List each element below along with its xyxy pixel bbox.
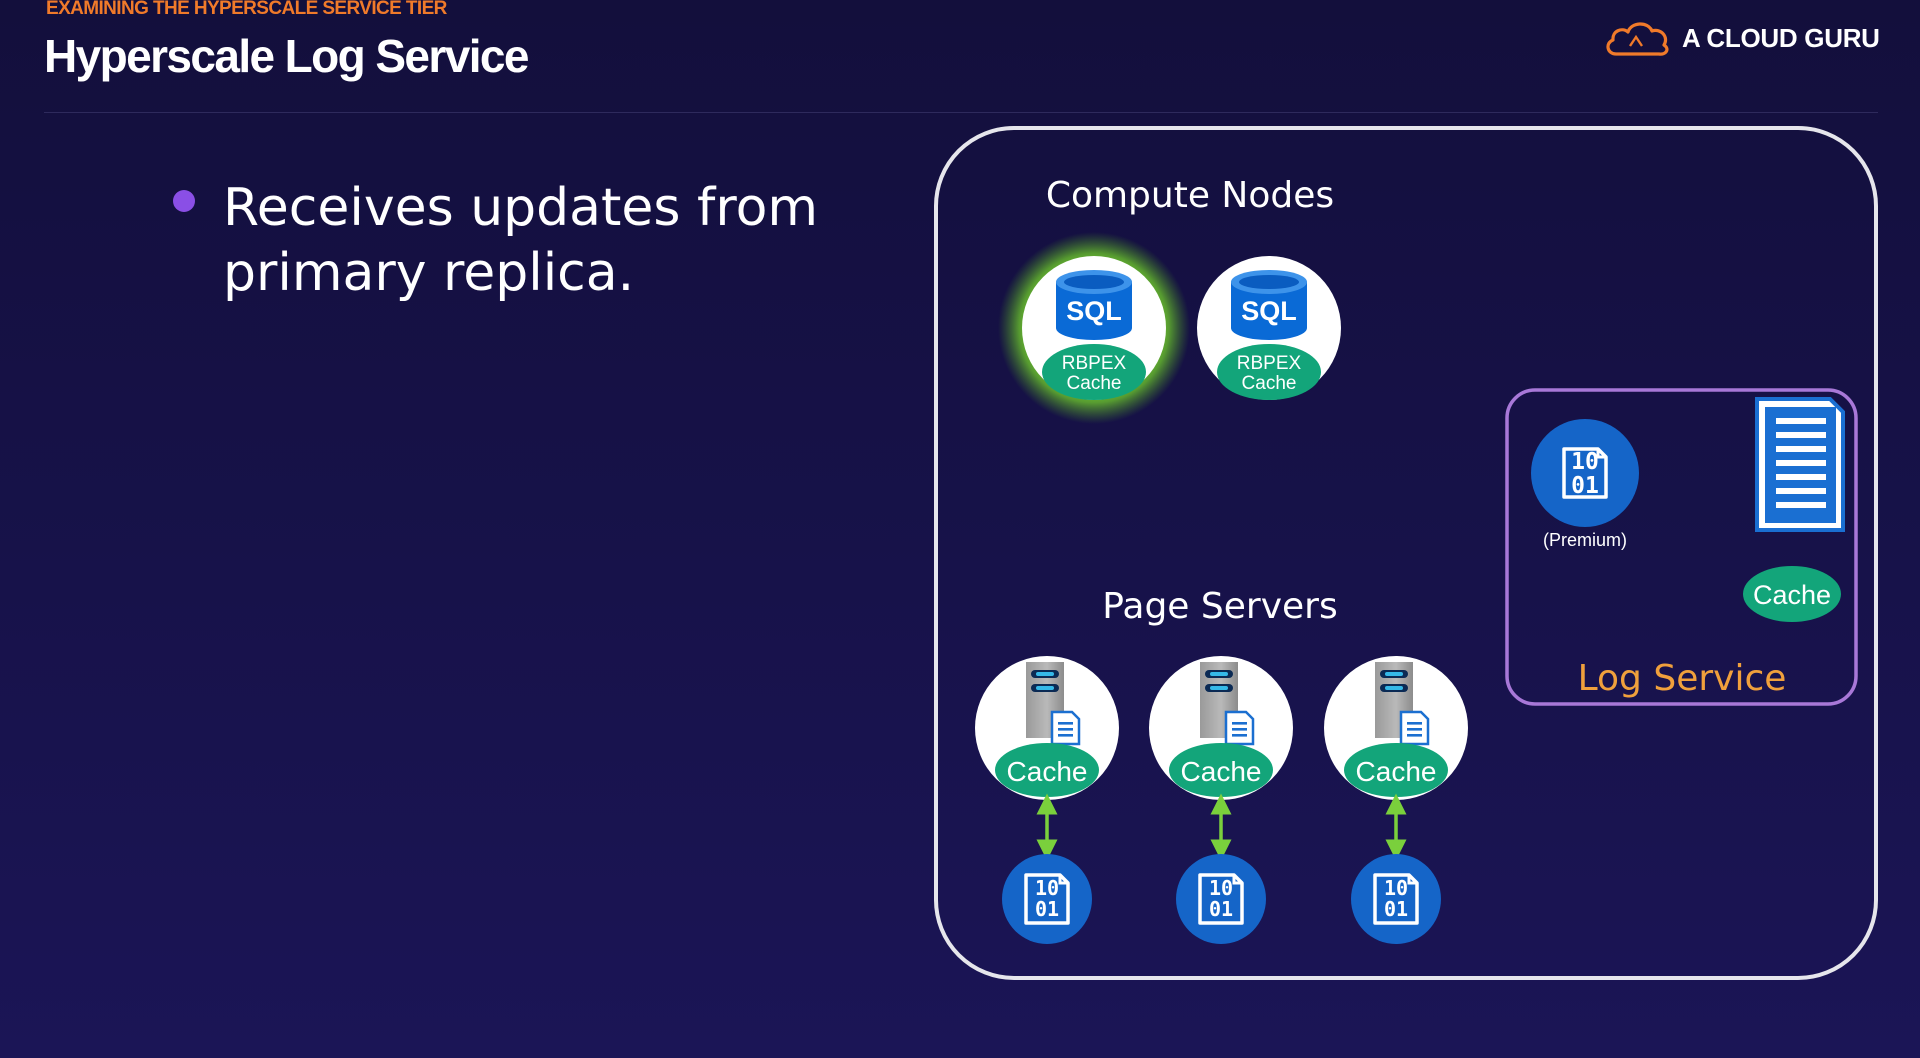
premium-storage: 10 01 (Premium) [1531, 419, 1639, 550]
section-eyebrow: EXAMINING THE HYPERSCALE SERVICE TIER [46, 0, 447, 19]
binary-text-top: 10 [1384, 876, 1408, 900]
rbpex-cache-badge [1217, 344, 1321, 400]
sql-text: SQL [1066, 296, 1122, 326]
data-file-2: 10 01 [1176, 854, 1266, 944]
cloud-logo-icon [1606, 22, 1669, 56]
cache-badge [1169, 743, 1273, 797]
binary-text-top: 10 [1209, 876, 1233, 900]
binary-text-bottom: 01 [1384, 897, 1408, 921]
cache-badge [995, 743, 1099, 797]
binary-text-bottom: 01 [1035, 897, 1059, 921]
hyperscale-container [934, 126, 1878, 980]
rbpex-label-line2: Cache [1067, 373, 1122, 394]
binary-text-bottom: 01 [1209, 897, 1233, 921]
brand-name: A CLOUD GURU [1682, 23, 1880, 53]
cache-label: Cache [1356, 756, 1437, 787]
rbpex-label-line1: RBPEX [1062, 353, 1127, 374]
binary-text-top: 10 [1035, 876, 1059, 900]
rbpex-cache-badge [1042, 344, 1146, 400]
sql-text: SQL [1241, 296, 1297, 326]
compute-node-secondary: SQL RBPEX Cache [1197, 256, 1341, 400]
cache-label: Cache [1007, 756, 1088, 787]
log-service-container [1505, 388, 1858, 706]
compute-nodes-label: Compute Nodes [1046, 175, 1334, 216]
compute-node-primary: SQL RBPEX Cache [998, 232, 1190, 424]
bullet-dot [173, 190, 195, 212]
page-server-3: Cache [1324, 656, 1468, 800]
binary-text-bottom: 01 [1571, 473, 1599, 499]
page-server-2: Cache [1149, 656, 1293, 800]
slide-title: Hyperscale Log Service [44, 30, 529, 82]
header-divider [44, 112, 1878, 113]
page-server-1: Cache [975, 656, 1119, 800]
data-file-3: 10 01 [1351, 854, 1441, 944]
brand-logo: A CLOUD GURU [1604, 16, 1884, 60]
premium-label: (Premium) [1543, 530, 1627, 550]
log-document [1755, 397, 1845, 532]
page-servers-label: Page Servers [1102, 586, 1337, 627]
log-cache: Cache [1743, 566, 1841, 622]
binary-text-top: 10 [1571, 449, 1599, 475]
rbpex-label-line1: RBPEX [1237, 353, 1302, 374]
cache-label: Cache [1181, 756, 1262, 787]
log-service-label: Log Service [1578, 658, 1787, 699]
cache-label: Cache [1753, 580, 1831, 610]
rbpex-label-line2: Cache [1242, 373, 1297, 394]
data-file-1: 10 01 [1002, 854, 1092, 944]
cache-badge [1344, 743, 1448, 797]
cache-badge [1743, 566, 1841, 622]
bullet-text: Receives updates from primary replica. [223, 178, 819, 303]
